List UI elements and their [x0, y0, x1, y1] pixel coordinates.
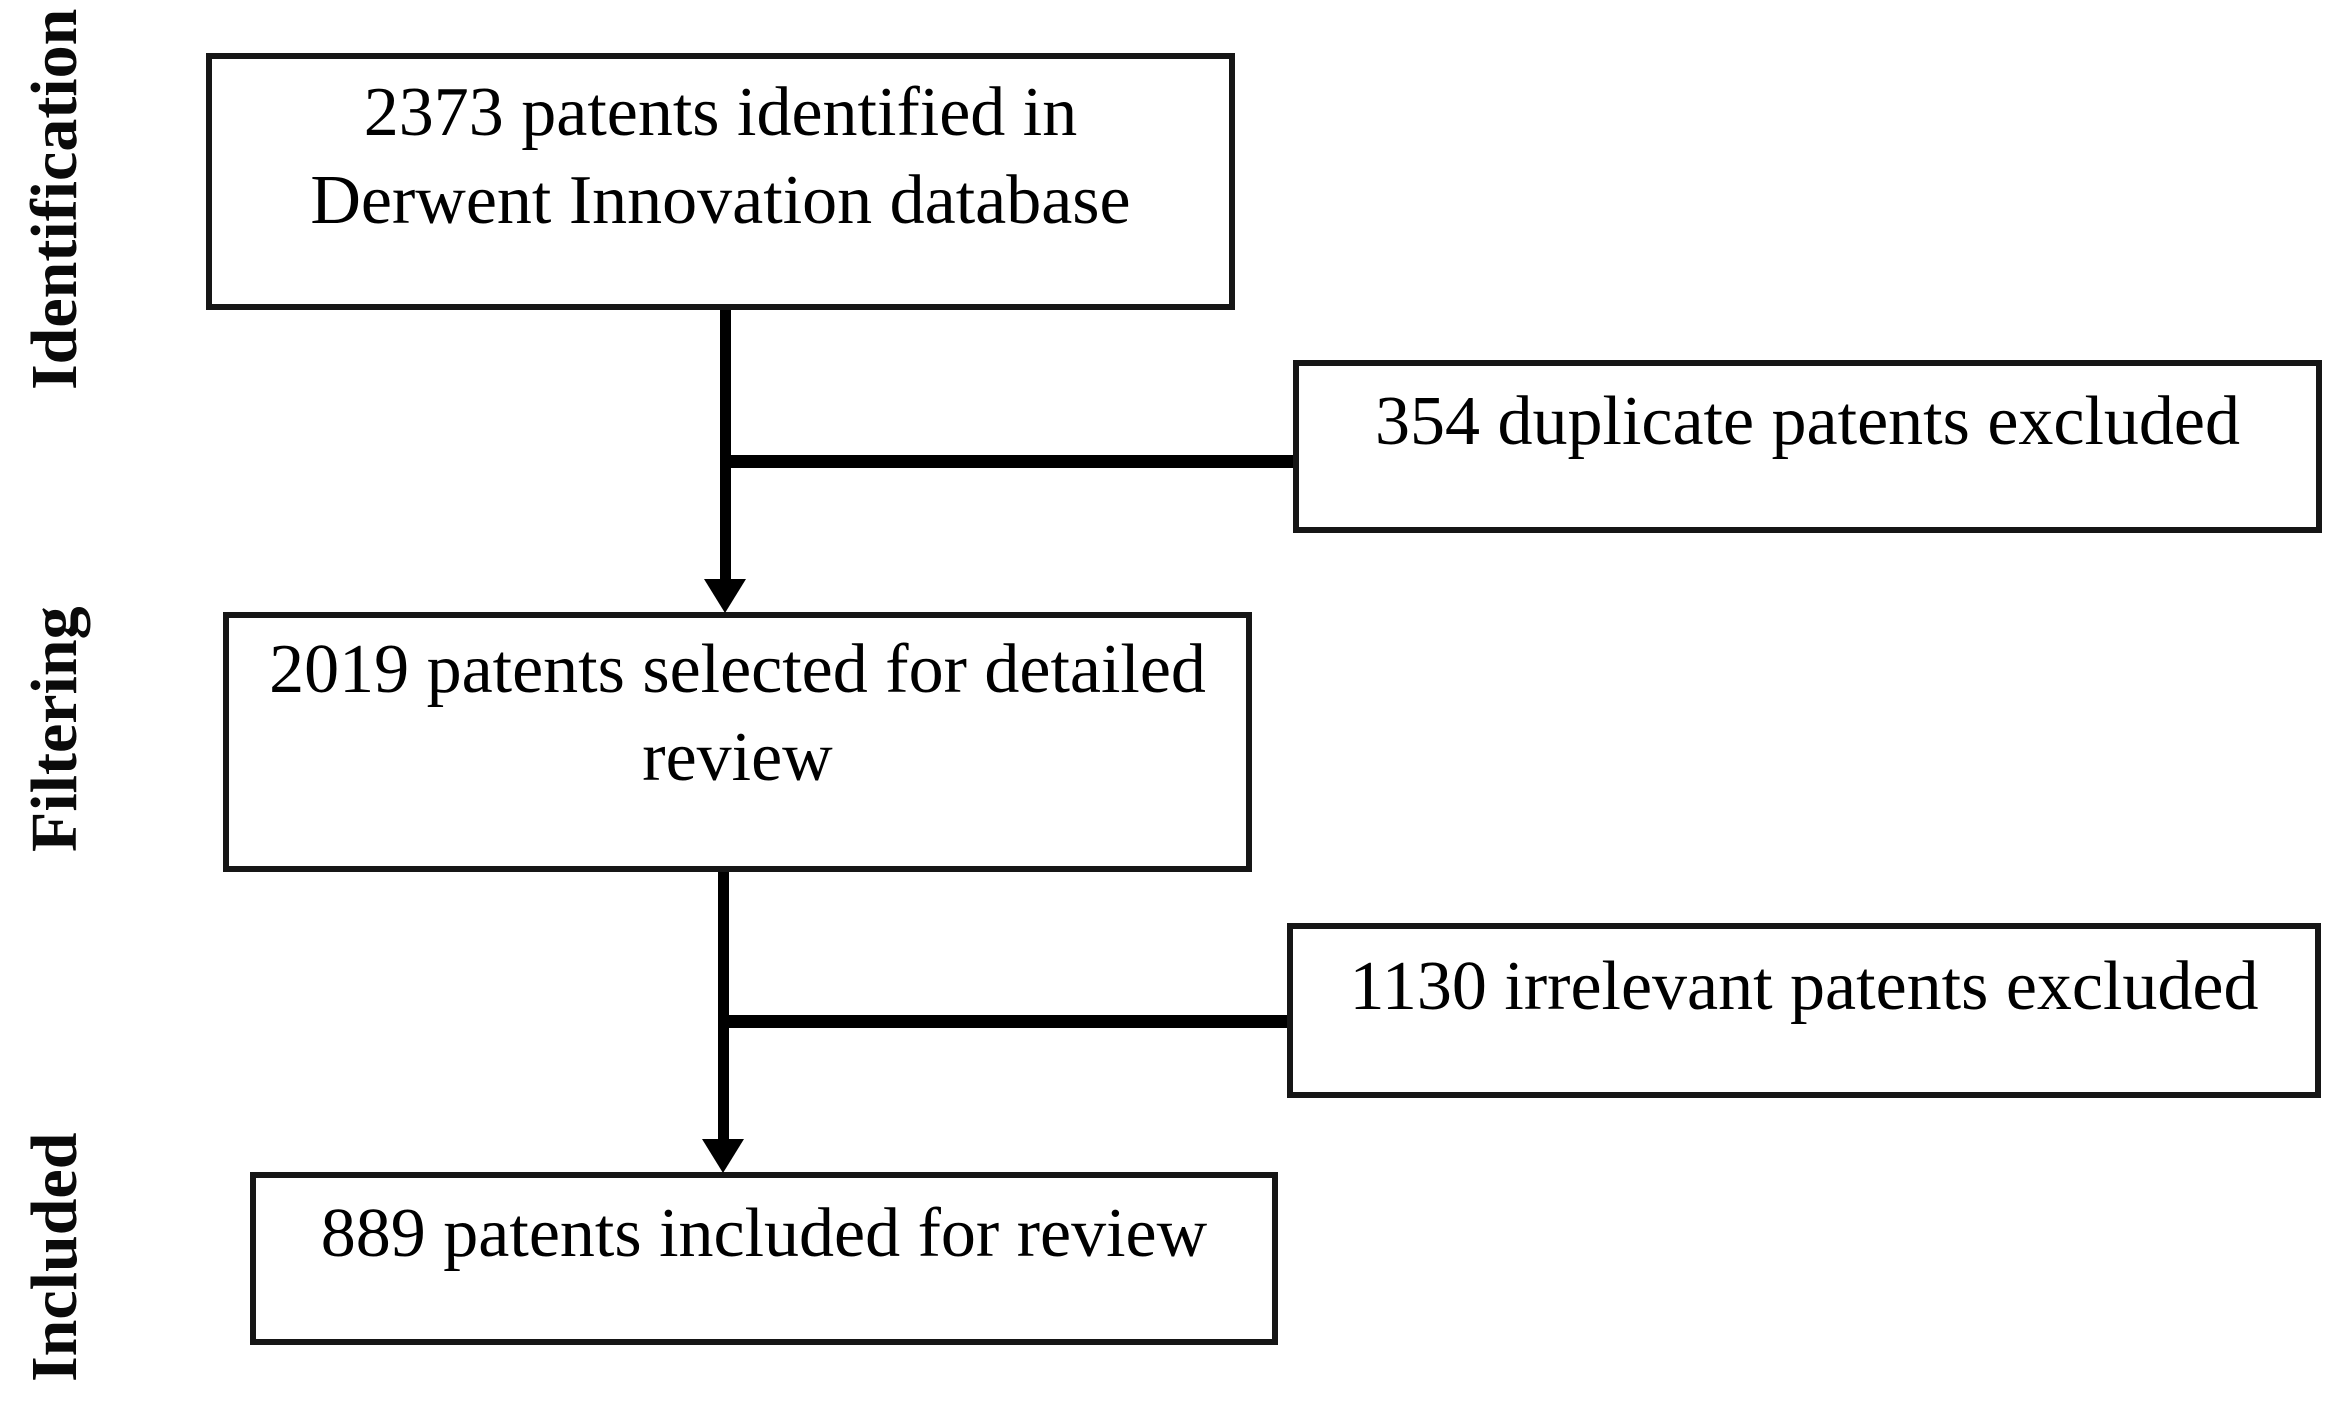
stage-label-identification: Identification [18, 8, 91, 390]
connector-vertical-selected-to-included [718, 872, 729, 1146]
box-duplicate-patents-excluded: 354 duplicate patents excluded [1293, 360, 2322, 533]
box-text-line: 889 patents included for review [320, 1195, 1208, 1272]
connector-horizontal-to-irrelevant-box [718, 1015, 1287, 1028]
stage-label-included: Included [18, 1132, 91, 1382]
connector-vertical-identified-to-selected [720, 310, 731, 586]
box-patents-included: 889 patents included for review [250, 1172, 1278, 1345]
box-text-line: 2373 patents identified in [363, 74, 1078, 151]
stage-label-filtering: Filtering [18, 606, 91, 852]
box-text-line: 1130 irrelevant patents excluded [1349, 948, 2259, 1025]
arrowhead-into-included-box [702, 1139, 744, 1173]
box-text-line: Derwent Innovation database [310, 162, 1131, 239]
connector-horizontal-to-duplicates-box [720, 455, 1293, 468]
box-text-line: 354 duplicate patents excluded [1375, 383, 2240, 460]
box-patents-selected-for-review: 2019 patents selected for detailed revie… [223, 612, 1252, 872]
box-text-line: review [642, 719, 833, 796]
box-irrelevant-patents-excluded: 1130 irrelevant patents excluded [1287, 923, 2321, 1098]
box-patents-identified: 2373 patents identified in Derwent Innov… [206, 53, 1235, 310]
box-text-line: 2019 patents selected for detailed [269, 631, 1206, 708]
arrowhead-into-selected-box [704, 579, 746, 613]
